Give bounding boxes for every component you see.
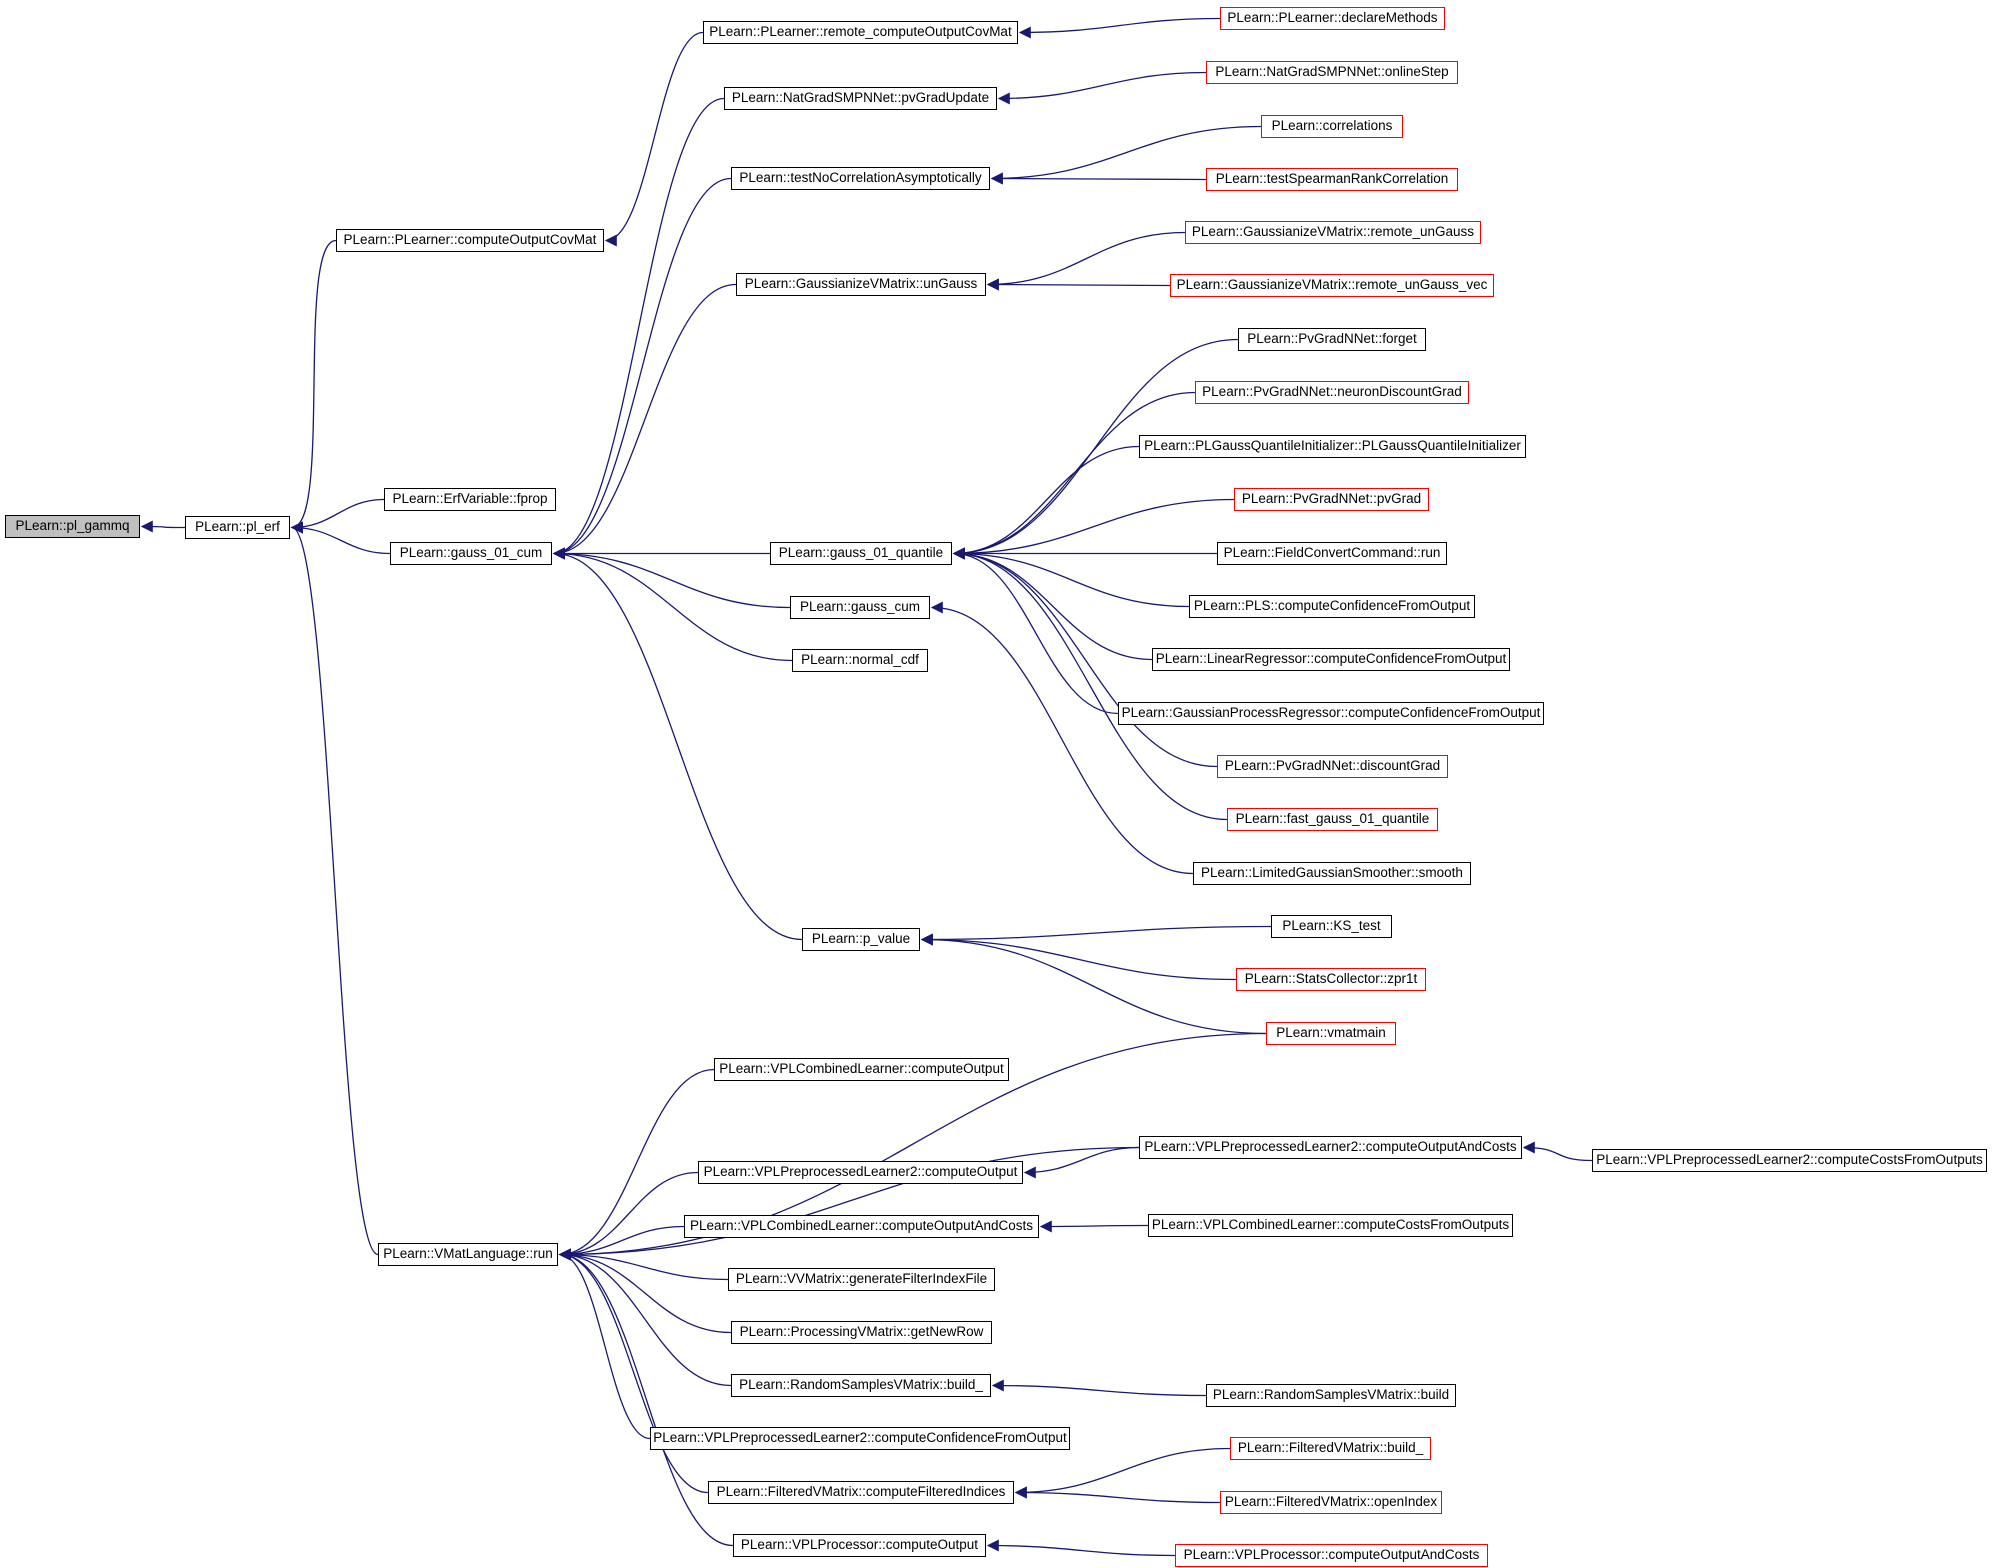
edge-vplp_coac-to-vplp_co: [986, 1539, 1176, 1557]
edge-pl_erf-to-pl_gammq: [140, 520, 186, 533]
edge-gvm_remote_ungauss_vec-to-gvm_ungauss: [986, 278, 1171, 291]
edge-testnocorr-to-gauss_01_cum: [552, 177, 732, 560]
edge-pvg_forget-to-gauss_01_quantile: [952, 338, 1239, 560]
edge-vvm_gfif-to-vmat_run: [558, 1248, 729, 1281]
edge-rsvm_build-to-rsvm_build_: [991, 1379, 1207, 1397]
node-ngsmp-pvgrad[interactable]: PLearn::NatGradSMPNNet::pvGradUpdate: [724, 87, 997, 110]
edge-gpr_ccfo-to-gauss_01_quantile: [952, 547, 1119, 715]
edge-vplpl2_coac-to-vmat_run: [558, 1146, 1140, 1261]
edge-vplp_co-to-vmat_run: [558, 1248, 734, 1547]
edge-pl_computeOutputCovMat-to-pl_erf: [290, 239, 337, 534]
node-gpr-ccfo[interactable]: PLearn::GaussianProcessRegressor::comput…: [1118, 702, 1544, 725]
node-vplpl2-ccfo[interactable]: PLearn::VPLPreprocessedLearner2::compute…: [650, 1427, 1070, 1450]
node-gauss-01-cum[interactable]: PLearn::gauss_01_cum: [390, 542, 552, 565]
node-vplcl-ccfo[interactable]: PLearn::VPLCombinedLearner::computeCosts…: [1148, 1214, 1513, 1237]
edge-lr_ccfo-to-gauss_01_quantile: [952, 547, 1153, 661]
edge-vmatmain-to-vmat_run: [558, 1032, 1267, 1261]
node-fvm-build-[interactable]: PLearn::FilteredVMatrix::build_: [1230, 1437, 1431, 1460]
node-vplcl-coac[interactable]: PLearn::VPLCombinedLearner::computeOutpu…: [684, 1215, 1039, 1238]
edge-gauss_01_cum-to-pl_erf: [290, 521, 391, 555]
node-fvm-openindex[interactable]: PLearn::FilteredVMatrix::openIndex: [1220, 1491, 1442, 1514]
node-testspearman[interactable]: PLearn::testSpearmanRankCorrelation: [1206, 168, 1458, 191]
edge-gvm_ungauss-to-gauss_01_cum: [552, 283, 737, 560]
edge-vplcl_co-to-vmat_run: [558, 1068, 715, 1261]
node-plgqi[interactable]: PLearn::PLGaussQuantileInitializer::PLGa…: [1139, 435, 1526, 458]
edge-vplpl2_coac-to-vplpl2_co: [1023, 1146, 1140, 1179]
edge-fvm_cfi-to-vmat_run: [558, 1248, 709, 1494]
node-pl-computeOutputCovMat[interactable]: PLearn::PLearner::computeOutputCovMat: [336, 229, 604, 252]
edge-vplpl2_co-to-vmat_run: [558, 1171, 699, 1261]
node-gvm-remote-ungauss[interactable]: PLearn::GaussianizeVMatrix::remote_unGau…: [1185, 221, 1481, 244]
node-sc-zpr1t[interactable]: PLearn::StatsCollector::zpr1t: [1236, 968, 1426, 991]
edge-vplcl_ccfo-to-vplcl_coac: [1039, 1220, 1149, 1233]
node-gauss-cum[interactable]: PLearn::gauss_cum: [790, 596, 930, 619]
edge-p_value-to-gauss_01_cum: [552, 547, 803, 941]
node-gvm-ungauss[interactable]: PLearn::GaussianizeVMatrix::unGauss: [736, 273, 986, 296]
edge-remote_cocm-to-pl_computeOutputCovMat: [604, 31, 704, 247]
edge-ngsmp_onlinestep-to-ngsmp_pvgrad: [997, 71, 1207, 105]
node-vplpl2-co[interactable]: PLearn::VPLPreprocessedLearner2::compute…: [698, 1161, 1023, 1184]
node-ngsmp-onlinestep[interactable]: PLearn::NatGradSMPNNet::onlineStep: [1206, 61, 1458, 84]
edge-pvg_discountgrad-to-gauss_01_quantile: [952, 547, 1218, 768]
edge-ngsmp_pvgrad-to-gauss_01_cum: [552, 97, 725, 560]
edge-vplcl_coac-to-vmat_run: [558, 1225, 685, 1261]
node-vplpl2-ccfo2[interactable]: PLearn::VPLPreprocessedLearner2::compute…: [1592, 1149, 1987, 1172]
node-pvg-pvgrad[interactable]: PLearn::PvGradNNet::pvGrad: [1234, 488, 1429, 511]
edge-pvm_getnewrow-to-vmat_run: [558, 1248, 732, 1334]
edge-vplpl2_ccfo-to-vmat_run: [558, 1248, 651, 1440]
node-vplp-co[interactable]: PLearn::VPLProcessor::computeOutput: [733, 1534, 986, 1557]
node-pvg-ndg[interactable]: PLearn::PvGradNNet::neuronDiscountGrad: [1195, 381, 1469, 404]
edge-vmatmain-to-p_value: [920, 933, 1267, 1035]
node-lr-ccfo[interactable]: PLearn::LinearRegressor::computeConfiden…: [1152, 648, 1510, 671]
edge-vplpl2_ccfo2-to-vplpl2_coac: [1522, 1141, 1593, 1162]
edge-fast_gauss-to-gauss_01_quantile: [952, 547, 1228, 821]
node-normal-cdf[interactable]: PLearn::normal_cdf: [792, 649, 928, 672]
node-fvm-cfi[interactable]: PLearn::FilteredVMatrix::computeFiltered…: [708, 1481, 1014, 1504]
node-pls-ccfo[interactable]: PLearn::PLS::computeConfidenceFromOutput: [1189, 595, 1475, 618]
edge-fvm_openindex-to-fvm_cfi: [1014, 1486, 1221, 1504]
edge-gvm_remote_ungauss-to-gvm_ungauss: [986, 231, 1186, 291]
node-gauss-01-quantile[interactable]: PLearn::gauss_01_quantile: [770, 542, 952, 565]
node-pl-declaremethods[interactable]: PLearn::PLearner::declareMethods: [1220, 7, 1445, 30]
node-gvm-remote-ungauss-vec[interactable]: PLearn::GaussianizeVMatrix::remote_unGau…: [1170, 274, 1494, 297]
node-pvg-forget[interactable]: PLearn::PvGradNNet::forget: [1238, 328, 1426, 351]
edge-pvg_pvgrad-to-gauss_01_quantile: [952, 498, 1235, 560]
edge-pls_ccfo-to-gauss_01_quantile: [952, 547, 1190, 608]
node-pvg-discountgrad[interactable]: PLearn::PvGradNNet::discountGrad: [1217, 755, 1448, 778]
node-fast-gauss[interactable]: PLearn::fast_gauss_01_quantile: [1227, 808, 1438, 831]
node-vplcl-co[interactable]: PLearn::VPLCombinedLearner::computeOutpu…: [714, 1058, 1009, 1081]
node-pvm-getnewrow[interactable]: PLearn::ProcessingVMatrix::getNewRow: [731, 1321, 992, 1344]
edge-erf_fprop-to-pl_erf: [290, 498, 385, 534]
edge-testspearman-to-testnocorr: [990, 172, 1207, 185]
node-rsvm-build[interactable]: PLearn::RandomSamplesVMatrix::build: [1206, 1384, 1456, 1407]
node-correlations[interactable]: PLearn::correlations: [1261, 115, 1403, 138]
edge-lgs_smooth-to-gauss_cum: [930, 601, 1194, 875]
edge-vmat_run-to-pl_erf: [290, 521, 379, 1256]
edge-sc_zpr1t-to-p_value: [920, 933, 1237, 981]
edge-correlations-to-testnocorr: [990, 125, 1262, 185]
edge-normal_cdf-to-gauss_01_cum: [552, 547, 793, 662]
node-vplp-coac[interactable]: PLearn::VPLProcessor::computeOutputAndCo…: [1175, 1544, 1488, 1567]
node-vvm-gfif[interactable]: PLearn::VVMatrix::generateFilterIndexFil…: [728, 1268, 995, 1291]
edge-rsvm_build_-to-vmat_run: [558, 1248, 732, 1387]
node-pl-erf[interactable]: PLearn::pl_erf: [185, 516, 290, 539]
edge-gauss_cum-to-gauss_01_cum: [552, 547, 791, 609]
node-ks-test[interactable]: PLearn::KS_test: [1271, 915, 1392, 938]
node-lgs-smooth[interactable]: PLearn::LimitedGaussianSmoother::smooth: [1193, 862, 1471, 885]
node-vplpl2-coac[interactable]: PLearn::VPLPreprocessedLearner2::compute…: [1139, 1136, 1522, 1159]
edge-ks_test-to-p_value: [920, 925, 1272, 946]
node-testnocorr[interactable]: PLearn::testNoCorrelationAsymptotically: [731, 167, 990, 190]
node-vmat-run[interactable]: PLearn::VMatLanguage::run: [378, 1243, 558, 1266]
edge-pl_declaremethods-to-remote_cocm: [1018, 17, 1221, 39]
node-fcc-run[interactable]: PLearn::FieldConvertCommand::run: [1217, 542, 1447, 565]
node-remote-cocm[interactable]: PLearn::PLearner::remote_computeOutputCo…: [703, 21, 1018, 44]
node-erf-fprop[interactable]: PLearn::ErfVariable::fprop: [384, 488, 556, 511]
node-vmatmain[interactable]: PLearn::vmatmain: [1266, 1022, 1396, 1045]
node-pl-gammq: PLearn::pl_gammq: [5, 515, 140, 538]
edge-plgqi-to-gauss_01_quantile: [952, 445, 1140, 560]
node-p-value[interactable]: PLearn::p_value: [802, 928, 920, 951]
edge-fvm_build_-to-fvm_cfi: [1014, 1447, 1231, 1499]
node-rsvm-build-[interactable]: PLearn::RandomSamplesVMatrix::build_: [731, 1374, 991, 1397]
